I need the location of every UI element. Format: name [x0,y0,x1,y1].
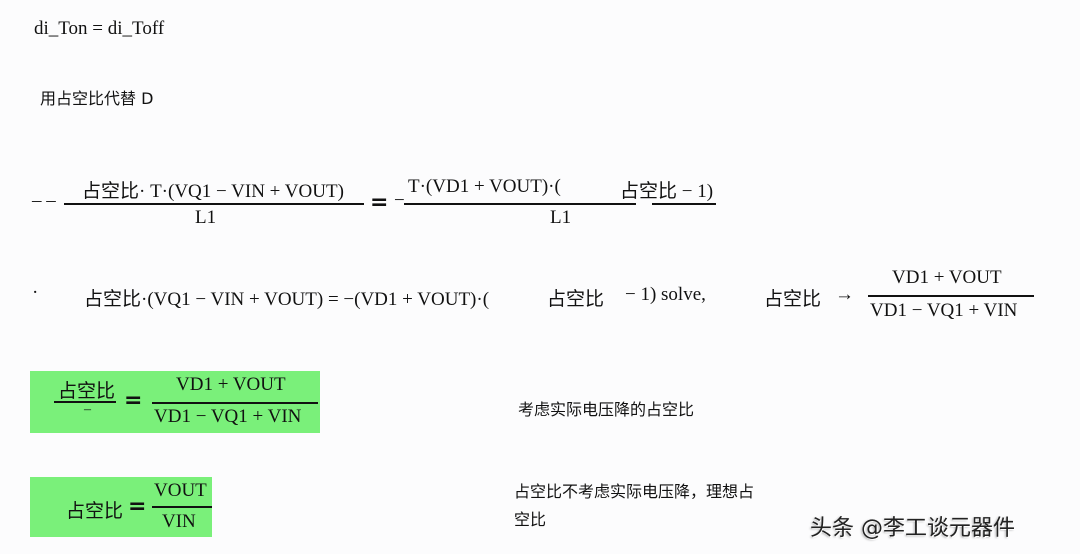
lhs-denominator: L1 [195,207,217,228]
box2-note-line1: 占空比不考虑实际电压降，理想占 [514,482,755,501]
box2-note-line2: 空比 [514,510,547,529]
eq2-variable: 占空比 [764,289,822,310]
rhs-fraction-bar-a [404,203,636,205]
box2-equals: = [128,494,147,519]
equals-sign: = [370,190,389,215]
box1-note: 考虑实际电压降的占空比 [518,400,695,419]
box2-lhs: 占空比 [66,501,124,522]
box2-fraction-bar [152,506,212,508]
box1-denominator: VD1 − VQ1 + VIN [154,406,302,427]
box2-denominator: VIN [162,511,196,532]
rhs-denominator: L1 [550,207,572,228]
watermark: 头条 @李工谈元器件 [810,516,1015,541]
lhs-numerator: 占空比· T·(VQ1 − VIN + VOUT) [82,181,344,202]
minus-sign: − [394,190,405,211]
box1-lhs-sub: – [84,402,91,417]
arrow-icon: → [835,284,854,305]
rhs-numerator-a: T·(VD1 + VOUT)·( [408,176,561,197]
rhs-numerator-b: 占空比 − 1) [620,181,714,202]
eq2-fraction-bar [868,295,1034,297]
bullet-dot: · [32,282,39,303]
box1-lhs: 占空比 [58,381,116,402]
leading-dashes: – – [32,190,56,211]
lhs-fraction-bar [64,203,364,205]
eq2-denominator: VD1 − VQ1 + VIN [870,300,1018,321]
box1-equals: = [124,388,143,413]
box1-lhs-bar [54,401,116,403]
eq2-numerator: VD1 + VOUT [892,267,1002,288]
eq2-duty-term: 占空比 [547,289,605,310]
box2-numerator: VOUT [154,480,207,501]
rhs-fraction-bar-b [652,203,716,205]
eq2-lhs: 占空比·(VQ1 − VIN + VOUT) = −(VD1 + VOUT)·( [84,289,490,310]
box1-numerator: VD1 + VOUT [176,374,286,395]
caption-replace-d-with-duty: 用占空比代替 D [40,89,154,108]
eq2-tail: − 1) solve, [625,284,706,305]
equation-di-ton-eq-di-toff: di_Ton = di_Toff [34,18,165,39]
box1-fraction-bar [152,402,318,404]
